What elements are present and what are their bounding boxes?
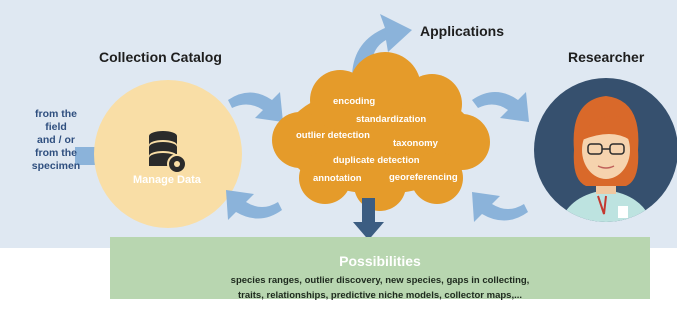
arrow-cloud-to-researcher xyxy=(472,92,529,122)
researcher-avatar-icon xyxy=(534,78,677,222)
application-item-duplicate-detection: duplicate detection xyxy=(333,155,420,166)
application-item-georeferencing: georeferencing xyxy=(389,172,458,183)
collection-catalog-title: Collection Catalog xyxy=(99,49,222,65)
possibilities-title: Possibilities xyxy=(339,253,421,269)
source-line: specimen xyxy=(31,160,81,172)
possibilities-line: traits, relationships, predictive niche … xyxy=(237,290,523,301)
source-line: and / or xyxy=(37,134,75,146)
application-item-annotation: annotation xyxy=(313,173,362,184)
database-gear-icon xyxy=(149,131,187,174)
applications-cloud xyxy=(272,52,490,211)
source-line: from the xyxy=(35,108,77,120)
arrow-to-possibilities xyxy=(353,198,384,240)
arrow-researcher-to-cloud xyxy=(472,192,528,222)
application-item-taxonomy: taxonomy xyxy=(393,138,438,149)
researcher-title: Researcher xyxy=(568,49,645,65)
application-item-standardization: standardization xyxy=(356,114,427,125)
manage-data-label: Manage Data xyxy=(133,174,201,186)
possibilities-line: species ranges, outlier discovery, new s… xyxy=(230,275,530,286)
applications-title: Applications xyxy=(420,23,505,39)
application-item-outlier-detection: outlier detection xyxy=(296,130,370,141)
source-text: from the field and / or from the specime… xyxy=(26,108,86,173)
application-item-encoding: encoding xyxy=(333,96,376,107)
arrow-catalog-to-cloud xyxy=(228,92,283,122)
source-line: field xyxy=(45,121,67,133)
source-line: from the xyxy=(35,147,77,159)
arrow-cloud-to-catalog xyxy=(226,190,282,220)
possibilities-box: Possibilities species ranges, outlier di… xyxy=(110,237,650,301)
